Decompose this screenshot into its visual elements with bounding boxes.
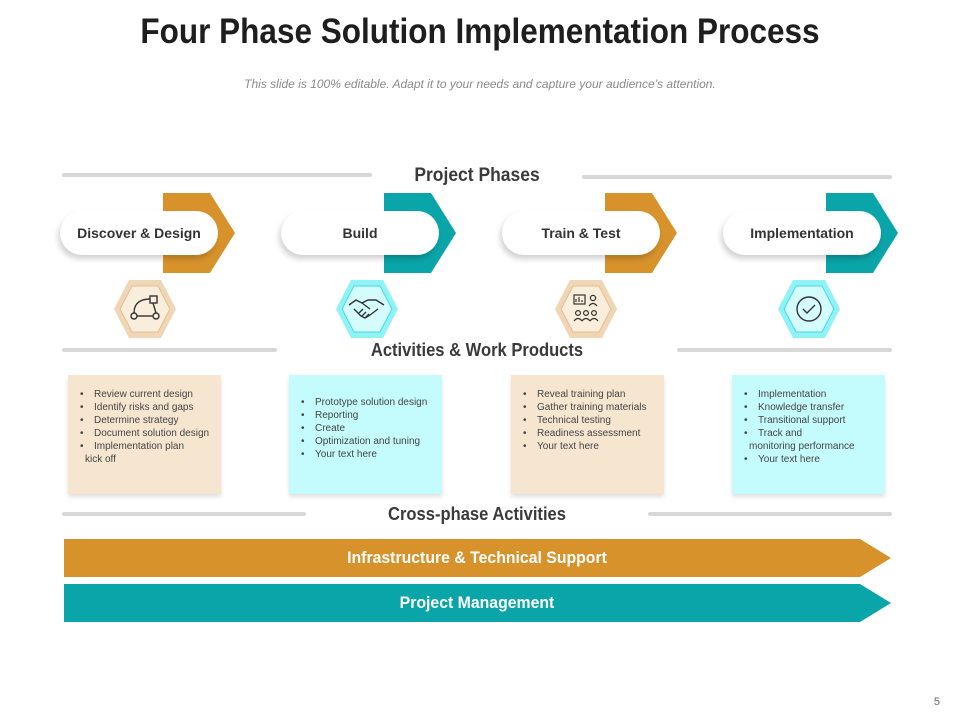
- list-item: •Optimization and tuning: [301, 436, 421, 447]
- list-item: •Identify risks and gaps: [80, 402, 194, 413]
- workflow-icon: [112, 278, 178, 340]
- activity-list: •Review current design •Identify risks a…: [74, 388, 215, 466]
- training-icon: [553, 278, 619, 340]
- activity-list: •Prototype solution design •Reporting •C…: [295, 396, 436, 461]
- list-item: •Create: [301, 423, 346, 434]
- cross-phase-arrow-infrastructure: Infrastructure & Technical Support: [64, 539, 892, 577]
- activity-box-discover-design: •Review current design •Identify risks a…: [68, 375, 221, 494]
- activity-box-train-test: •Reveal training plan •Gather training m…: [511, 375, 664, 494]
- list-item: •Track and: [744, 428, 803, 439]
- phase-label: Discover & Design: [60, 211, 218, 255]
- activity-list: •Implementation •Knowledge transfer •Tra…: [738, 388, 879, 466]
- phase-discover-design: Discover & Design: [60, 193, 235, 273]
- arrow-shape: [64, 539, 891, 577]
- arrow-label: Project Management: [399, 593, 555, 612]
- page-number: 5: [933, 696, 940, 708]
- list-item: •Your text here: [523, 441, 599, 452]
- slide-subtitle: This slide is 100% editable. Adapt it to…: [244, 77, 716, 91]
- arrow-label: Infrastructure & Technical Support: [347, 548, 607, 567]
- phase-label: Implementation: [723, 211, 881, 255]
- handshake-icon: [334, 278, 400, 340]
- section-title-cross-phase: Cross-phase Activities: [388, 504, 566, 524]
- phase-implementation: Implementation: [723, 193, 898, 273]
- list-item: •Prototype solution design: [301, 397, 428, 408]
- phase-train-test: Train & Test: [502, 193, 677, 273]
- phase-build: Build: [281, 193, 456, 273]
- list-item: •Determine strategy: [80, 415, 179, 426]
- list-item-continuation: monitoring performance: [749, 441, 855, 452]
- cross-phase-arrow-project-management: Project Management: [64, 584, 892, 622]
- list-item: •Implementation: [744, 389, 827, 400]
- divider-line: [62, 348, 277, 352]
- section-title-activities: Activities & Work Products: [370, 340, 584, 360]
- phase-label: Train & Test: [502, 211, 660, 255]
- list-item-continuation: kick off: [85, 454, 116, 465]
- divider-line: [648, 512, 892, 516]
- phase-label: Build: [281, 211, 439, 255]
- list-item: •Technical testing: [523, 415, 611, 426]
- divider-line: [582, 175, 892, 179]
- list-item: •Knowledge transfer: [744, 402, 845, 413]
- list-item: •Your text here: [744, 454, 820, 465]
- divider-line: [677, 348, 892, 352]
- checkmark-icon: [776, 278, 842, 340]
- list-item: •Document solution design: [80, 428, 210, 439]
- section-title-phases: Project Phases: [414, 165, 540, 186]
- list-item: •Transitional support: [744, 415, 846, 426]
- list-item: •Implementation plan: [80, 441, 185, 452]
- list-item: •Reveal training plan: [523, 389, 626, 400]
- activity-box-build: •Prototype solution design •Reporting •C…: [289, 375, 442, 494]
- list-item: •Reporting: [301, 410, 359, 421]
- divider-line: [62, 173, 372, 177]
- arrow-shape: [64, 584, 891, 622]
- list-item: •Readiness assessment: [523, 428, 641, 439]
- slide-title: Four Phase Solution Implementation Proce…: [140, 12, 820, 51]
- divider-line: [62, 512, 306, 516]
- list-item: •Your text here: [301, 449, 377, 460]
- activity-list: •Reveal training plan •Gather training m…: [517, 388, 658, 453]
- list-item: •Review current design: [80, 389, 193, 400]
- activity-box-implementation: •Implementation •Knowledge transfer •Tra…: [732, 375, 885, 494]
- list-item: •Gather training materials: [523, 402, 647, 413]
